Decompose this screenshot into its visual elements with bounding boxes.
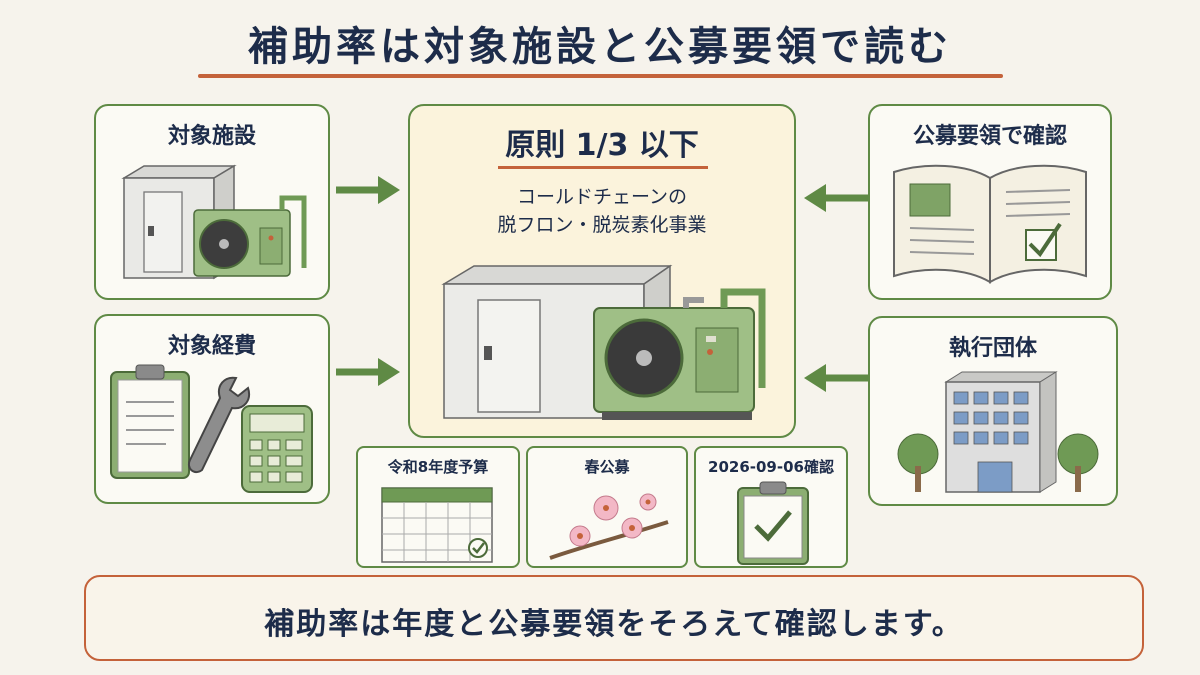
- office-building-icon: [897, 371, 1099, 493]
- expenses-card-title: 対象経費: [167, 334, 256, 359]
- spring-card: 春公募: [526, 446, 688, 568]
- arrow-organization-to-center: [804, 364, 868, 392]
- confirmed-date-title: 2026-09-06確認: [708, 458, 834, 476]
- confirmed-date-card: 2026-09-06確認: [694, 446, 848, 568]
- arrow-expenses-to-center: [336, 358, 400, 386]
- page-title: 補助率は対象施設と公募要領で読む: [248, 24, 952, 70]
- budget-card-title: 令和8年度予算: [387, 458, 489, 476]
- wrench-icon: [188, 376, 250, 474]
- arrow-guidelines-to-center: [804, 184, 868, 212]
- open-book-icon: [893, 164, 1087, 284]
- arrow-facility-to-center: [336, 176, 400, 204]
- organization-card: 執行団体: [868, 316, 1118, 506]
- cherry-blossom-icon: [549, 493, 669, 560]
- expenses-card: 対象経費: [94, 314, 330, 504]
- facility-card-title: 対象施設: [167, 124, 256, 149]
- guidelines-card: 公募要領で確認: [868, 104, 1112, 300]
- headline-underline: [498, 166, 708, 169]
- guidelines-card-title: 公募要領で確認: [912, 124, 1067, 149]
- organization-card-title: 執行団体: [948, 336, 1037, 361]
- title-underline: [198, 74, 1003, 78]
- project-line-2: 脱フロン・脱炭素化事業: [497, 214, 707, 236]
- calendar-icon: [381, 487, 493, 563]
- subsidy-rate-headline: 原則 1/3 以下: [505, 128, 699, 163]
- summary-banner: 補助率は年度と公募要領をそろえて確認します。: [84, 575, 1144, 661]
- check-clipboard-icon: [737, 481, 809, 565]
- calculator-icon: [241, 405, 313, 493]
- project-line-1: コールドチェーンの: [516, 186, 688, 208]
- cold-chain-refrigeration-icon: [441, 264, 766, 420]
- facility-card: 対象施設: [94, 104, 330, 300]
- budget-card: 令和8年度予算: [356, 446, 520, 568]
- spring-card-title: 春公募: [584, 458, 630, 476]
- summary-text: 補助率は年度と公募要領をそろえて確認します。: [264, 607, 964, 642]
- clipboard-icon: [110, 364, 190, 479]
- cold-storage-unit-icon: [121, 164, 307, 280]
- subsidy-rate-card: 原則 1/3 以下 コールドチェーンの 脱フロン・脱炭素化事業: [408, 104, 796, 438]
